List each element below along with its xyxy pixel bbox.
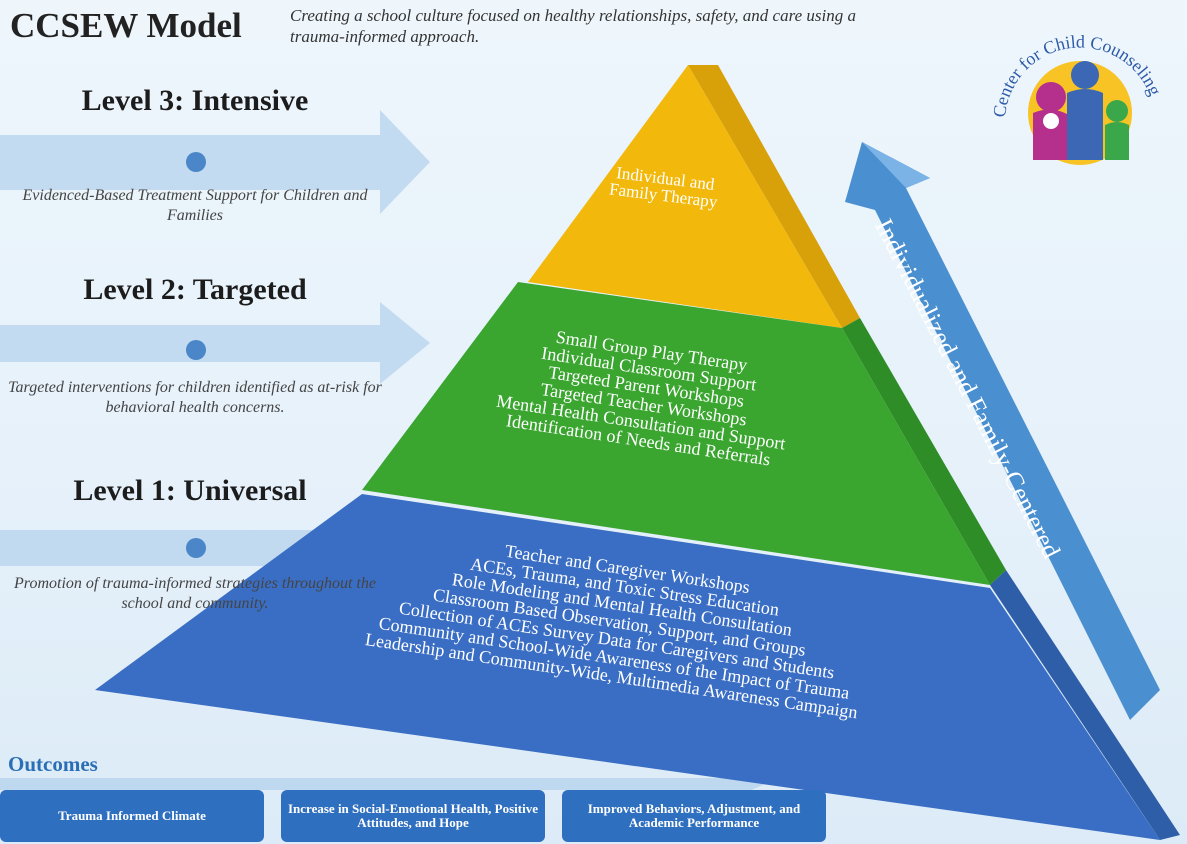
- level-1-arrow: [0, 505, 430, 590]
- center-for-child-counseling-logo: Center for Child Counseling: [989, 31, 1165, 165]
- level-3-description: Evidenced-Based Treatment Support for Ch…: [22, 187, 368, 224]
- level-2-arrow: [0, 302, 430, 384]
- level-1-heading: Level 1: Universal: [73, 474, 307, 507]
- level-1-dot: [186, 538, 206, 558]
- level-1-description: Promotion of trauma-informed strategies …: [14, 575, 376, 612]
- pyramid-middle-tier: [362, 282, 990, 585]
- pyramid-top-tier: [528, 65, 842, 328]
- outcome-label: Improved Behaviors, Adjustment, and Acad…: [587, 801, 801, 830]
- outcomes-arrow: [0, 764, 765, 804]
- pyramid-middle-side: [842, 318, 1006, 585]
- outcome-box: Trauma Informed Climate: [0, 790, 264, 842]
- level-3-arrow: [0, 110, 430, 214]
- level-2-heading: Level 2: Targeted: [83, 273, 307, 306]
- level-2-dot: [186, 340, 206, 360]
- pyramid-top-side: [688, 65, 860, 328]
- outcome-box: Increase in Social-Emotional Health, Pos…: [281, 790, 545, 842]
- pyramid-bottom-tier: [95, 494, 1160, 840]
- outcomes-title: Outcomes: [8, 752, 98, 776]
- level-3-heading: Level 3: Intensive: [81, 84, 309, 117]
- page-subtitle: Creating a school culture focused on hea…: [290, 6, 856, 46]
- side-arrow: [845, 142, 1160, 720]
- pyramid-bottom-side: [990, 570, 1180, 840]
- level-3-dot: [186, 152, 206, 172]
- outcome-label: Increase in Social-Emotional Health, Pos…: [288, 801, 538, 830]
- outcome-box: Improved Behaviors, Adjustment, and Acad…: [562, 790, 826, 842]
- page-title: CCSEW Model: [10, 6, 242, 45]
- outcome-label: Trauma Informed Climate: [58, 808, 206, 823]
- level-2-description: Targeted interventions for children iden…: [8, 379, 382, 416]
